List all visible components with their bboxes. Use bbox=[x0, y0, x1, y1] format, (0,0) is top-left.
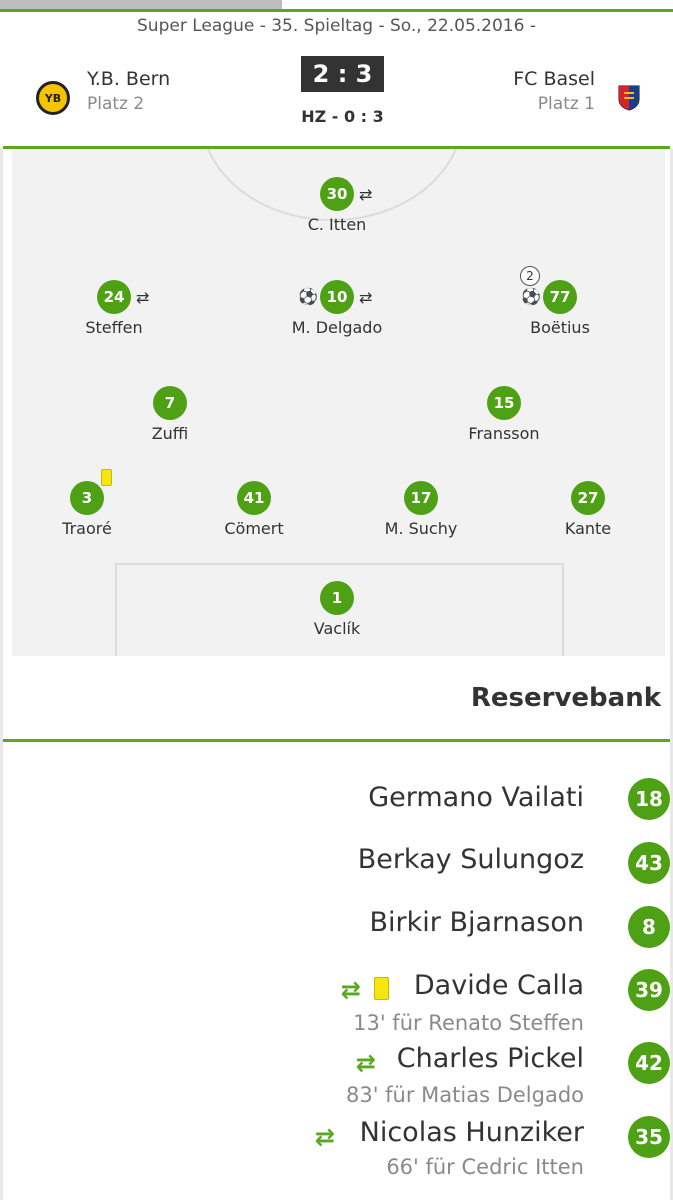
header-accent-line bbox=[0, 9, 673, 12]
goal-ball-icon: ⚽ bbox=[521, 287, 541, 306]
player-number: 77 bbox=[543, 280, 577, 314]
substitution-info: 83' für Matias Delgado bbox=[345, 1083, 584, 1107]
yellow-card-icon bbox=[374, 977, 389, 1000]
substitution-icon: ⇄ bbox=[136, 288, 150, 307]
bench-player[interactable]: Birkir Bjarnason 8 bbox=[0, 905, 673, 965]
player-number: 30 bbox=[320, 177, 354, 211]
bench-player[interactable]: Germano Vailati 18 bbox=[0, 778, 673, 838]
bench-player-number: 42 bbox=[628, 1042, 670, 1084]
substitution-in-icon: ⇄ bbox=[355, 1049, 376, 1077]
bench-player-name: Germano Vailati bbox=[368, 782, 584, 813]
player-number: 7 bbox=[153, 386, 187, 420]
bench-player-number: 35 bbox=[628, 1116, 670, 1158]
away-team-name: FC Basel bbox=[513, 68, 595, 90]
substitution-icon: ⇄ bbox=[359, 185, 373, 204]
fc-basel-logo bbox=[618, 85, 640, 111]
player-name: Steffen bbox=[85, 318, 143, 337]
player-name: Boëtius bbox=[530, 318, 590, 337]
home-team[interactable]: Y.B. Bern Platz 2 bbox=[87, 68, 170, 114]
bench-player-name: Davide Calla bbox=[413, 970, 584, 1001]
goal-ball-icon: ⚽ bbox=[298, 287, 318, 306]
bench-player-name: Berkay Sulungoz bbox=[357, 844, 584, 875]
player-name: C. Itten bbox=[307, 215, 367, 234]
player-name: Zuffi bbox=[151, 424, 189, 443]
bench-player-number: 39 bbox=[628, 969, 670, 1011]
halftime-score: HZ - 0 : 3 bbox=[301, 107, 384, 126]
bench-player-name: Nicolas Hunziker bbox=[359, 1117, 584, 1148]
player-number: 1 bbox=[320, 581, 354, 615]
bench-title: Reservebank bbox=[470, 683, 661, 713]
bench-player-name: Birkir Bjarnason bbox=[369, 907, 585, 938]
progress-bar bbox=[0, 0, 282, 9]
bench-player-number: 18 bbox=[628, 778, 670, 820]
player-name: Traoré bbox=[62, 519, 112, 538]
penalty-box bbox=[115, 563, 564, 656]
bench-accent-line bbox=[3, 739, 670, 742]
pitch-accent-line bbox=[3, 146, 670, 149]
substitution-info: 66' für Cedric Itten bbox=[386, 1155, 584, 1179]
substitution-icon: ⇄ bbox=[359, 288, 373, 307]
final-score: 2 : 3 bbox=[301, 56, 384, 92]
yellow-card-icon bbox=[101, 469, 112, 486]
substitution-in-icon: ⇄ bbox=[340, 976, 361, 1004]
yb-bern-logo: YB bbox=[36, 81, 70, 115]
player-number: 3 bbox=[70, 481, 104, 515]
player-number: 27 bbox=[571, 481, 605, 515]
substitution-info: 13' für Renato Steffen bbox=[353, 1011, 584, 1035]
player-name: M. Delgado bbox=[291, 318, 383, 337]
player-name: Cömert bbox=[224, 519, 284, 538]
right-border bbox=[670, 149, 673, 1200]
home-team-rank: Platz 2 bbox=[87, 94, 145, 114]
bench-player[interactable]: ⇄ Charles Pickel 83' für Matias Delgado … bbox=[0, 1041, 673, 1111]
away-team[interactable]: FC Basel Platz 1 bbox=[513, 68, 595, 114]
left-border bbox=[0, 149, 3, 1200]
bench-player[interactable]: Berkay Sulungoz 43 bbox=[0, 842, 673, 902]
goal-count-badge: 2 bbox=[520, 266, 540, 286]
player-name: Kante bbox=[564, 519, 612, 538]
bench-player-number: 43 bbox=[628, 842, 670, 884]
bench-player-name: Charles Pickel bbox=[396, 1043, 584, 1074]
away-team-rank: Platz 1 bbox=[537, 94, 595, 114]
bench-player[interactable]: ⇄ Davide Calla 13' für Renato Steffen 39 bbox=[0, 968, 673, 1038]
substitution-in-icon: ⇄ bbox=[314, 1123, 335, 1151]
pitch: 30 ⇄ C. Itten 24 ⇄ Steffen ⚽ 10 ⇄ M. Del… bbox=[12, 149, 665, 656]
player-number: 15 bbox=[487, 386, 521, 420]
player-name: Vaclík bbox=[313, 619, 361, 638]
bench-player[interactable]: ⇄ Nicolas Hunziker 66' für Cedric Itten … bbox=[0, 1115, 673, 1185]
player-name: Fransson bbox=[468, 424, 540, 443]
player-number: 24 bbox=[97, 280, 131, 314]
player-number: 10 bbox=[320, 280, 354, 314]
home-team-name: Y.B. Bern bbox=[87, 68, 171, 90]
yb-logo-text: YB bbox=[44, 91, 62, 105]
player-name: M. Suchy bbox=[384, 519, 458, 538]
bench-player-number: 8 bbox=[628, 906, 670, 948]
player-number: 17 bbox=[404, 481, 438, 515]
match-info: Super League - 35. Spieltag - So., 22.05… bbox=[137, 16, 536, 36]
player-number: 41 bbox=[237, 481, 271, 515]
